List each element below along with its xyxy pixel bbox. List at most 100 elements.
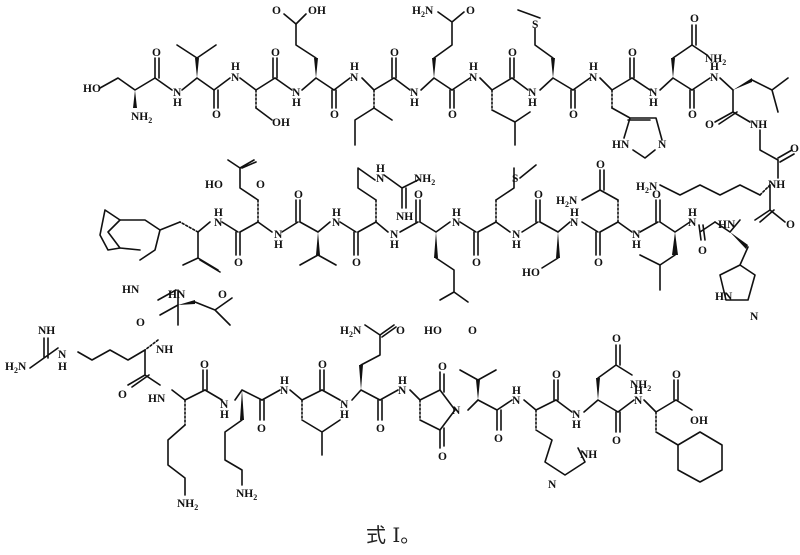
atom-label: O bbox=[786, 219, 795, 231]
atom-label: H bbox=[220, 409, 229, 421]
atom-label: O bbox=[200, 359, 209, 371]
atom-label: O bbox=[257, 423, 266, 435]
atom-label: O bbox=[552, 369, 561, 381]
atom-label: NH2 bbox=[177, 498, 198, 512]
atom-label: HN bbox=[612, 139, 630, 151]
atom-label: H bbox=[58, 361, 67, 373]
atom-label: O bbox=[569, 109, 578, 121]
atom-label: O bbox=[448, 109, 457, 121]
atom-label: O bbox=[672, 369, 681, 381]
atom-label: H bbox=[688, 207, 697, 219]
atom-label: H bbox=[649, 97, 658, 109]
atom-label: NH2 bbox=[414, 173, 435, 187]
atom-label: N bbox=[634, 395, 643, 407]
atom-label: O bbox=[688, 109, 697, 121]
atom-label: N bbox=[469, 72, 478, 84]
atom-label: N bbox=[340, 399, 349, 411]
atom-label: O bbox=[612, 435, 621, 447]
atom-label: H bbox=[512, 385, 521, 397]
atom-label: H2N bbox=[340, 325, 362, 339]
atom-label: O bbox=[705, 119, 714, 131]
atom-label: H bbox=[390, 239, 399, 251]
atom-label: H bbox=[632, 239, 641, 251]
atom-label: H bbox=[214, 207, 223, 219]
atom-label: N bbox=[398, 385, 407, 397]
atom-label: O bbox=[152, 47, 161, 59]
atom-label: O bbox=[272, 5, 281, 17]
atom-label: H bbox=[572, 419, 581, 431]
atom-label: N bbox=[452, 217, 461, 229]
atom-label: H bbox=[280, 375, 289, 387]
atom-label: NH bbox=[396, 211, 413, 223]
atom-label: NH bbox=[580, 449, 597, 461]
atom-label: N bbox=[548, 479, 557, 491]
atom-label: H bbox=[570, 207, 579, 219]
atom-label: H2N bbox=[5, 361, 27, 375]
atom-label: HO bbox=[522, 267, 540, 279]
atom-label: O bbox=[628, 47, 637, 59]
atom-label: H2N bbox=[556, 195, 578, 209]
atom-label: N bbox=[350, 72, 359, 84]
atom-label: O bbox=[698, 245, 707, 257]
atom-label: H bbox=[340, 409, 349, 421]
atom-label: N bbox=[390, 229, 399, 241]
atom-label: N bbox=[512, 395, 521, 407]
atom-label: H bbox=[528, 97, 537, 109]
atom-label: H2N bbox=[636, 181, 658, 195]
atom-label: O bbox=[376, 423, 385, 435]
row-1-backbone bbox=[99, 9, 795, 163]
atom-label: O bbox=[612, 333, 621, 345]
atom-label: NH2 bbox=[236, 488, 257, 502]
atom-label: H bbox=[274, 239, 283, 251]
atom-label: H bbox=[231, 61, 240, 73]
atom-label: HN bbox=[168, 289, 186, 301]
atom-label: HO bbox=[205, 179, 223, 191]
atom-label: OH bbox=[272, 117, 290, 129]
atom-label: O bbox=[790, 143, 799, 155]
atom-label: HN bbox=[718, 219, 736, 231]
atom-label: H bbox=[173, 97, 182, 109]
atom-label: N bbox=[750, 311, 759, 323]
atom-label: N bbox=[332, 217, 341, 229]
atom-label: H bbox=[376, 163, 385, 175]
atom-label: O bbox=[534, 189, 543, 201]
atom-label: N bbox=[58, 349, 67, 361]
atom-label: N bbox=[658, 139, 667, 151]
atom-label: NH2 bbox=[131, 111, 152, 125]
atom-label: O bbox=[596, 159, 605, 171]
atom-label: HO bbox=[424, 325, 442, 337]
atom-label: O bbox=[218, 289, 227, 301]
atom-label: O bbox=[414, 189, 423, 201]
atom-label: H bbox=[710, 61, 719, 73]
atom-label: O bbox=[352, 257, 361, 269]
atom-label: O bbox=[212, 109, 221, 121]
atom-label: N bbox=[589, 72, 598, 84]
atom-label: H bbox=[398, 375, 407, 387]
atom-label: O bbox=[271, 47, 280, 59]
atom-label: O bbox=[472, 257, 481, 269]
atom-label: NH bbox=[38, 325, 55, 337]
atom-label: O bbox=[234, 257, 243, 269]
atom-label: H bbox=[350, 61, 359, 73]
atom-label: N bbox=[632, 229, 641, 241]
atom-label: N bbox=[649, 87, 658, 99]
atom-label: N bbox=[274, 229, 283, 241]
atom-label: N bbox=[214, 217, 223, 229]
atom-label: H bbox=[332, 207, 341, 219]
atom-labels: HO NH2 O N H O H N OH O N H O OH O H N O… bbox=[5, 5, 799, 512]
atom-label: N bbox=[528, 87, 537, 99]
atom-label: N bbox=[410, 87, 419, 99]
atom-label: H bbox=[452, 207, 461, 219]
atom-label: O bbox=[318, 359, 327, 371]
atom-label: N bbox=[512, 229, 521, 241]
atom-label: N bbox=[280, 385, 289, 397]
atom-label: HN bbox=[148, 393, 166, 405]
atom-label: O bbox=[118, 389, 127, 401]
atom-label: H bbox=[469, 61, 478, 73]
atom-label: O bbox=[396, 325, 405, 337]
atom-label: O bbox=[136, 317, 145, 329]
atom-label: O bbox=[468, 325, 477, 337]
atom-label: H bbox=[292, 97, 301, 109]
